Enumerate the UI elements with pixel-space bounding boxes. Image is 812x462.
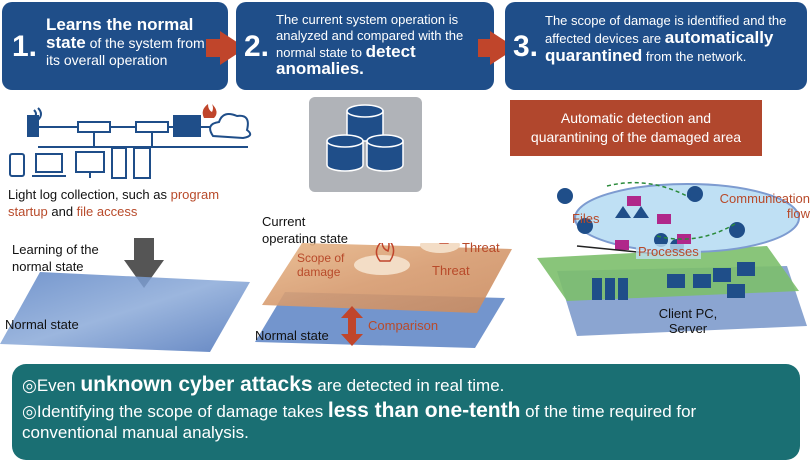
arrow-2-body [478,39,492,57]
step-1-text: Learns the normal state of the system fr… [46,16,221,69]
auto-detection-box: Automatic detection and quarantining of … [510,100,762,156]
caption-mid: and [47,204,77,219]
database-box [309,97,422,192]
bullet-1: ◎ [22,376,37,395]
step-1-bold: Learns the normal state [46,15,194,52]
normal-state-label-left: Normal state [5,317,79,332]
step-3-bold: automatically quarantined [545,28,774,65]
normal-state-label-middle: Normal state [255,328,329,343]
line1-pre: Even [36,376,81,395]
communication-flow-label: Communication flow [719,191,810,221]
line2-pre: Identifying the scope of damage takes [36,402,328,421]
step-2-bold: detect anomalies. [276,42,416,78]
step-1-number: 1. [12,30,38,63]
normal-state-layer-left [0,272,250,352]
step-3-pre: The scope of damage is identified and th… [545,13,787,46]
line2-bold: less than one-tenth [327,399,521,422]
processes-label: Processes [636,244,701,259]
learning-down-arrow [124,238,164,288]
files-label: Files [572,211,600,226]
step-2-box: 2. The current system operation is analy… [236,2,494,90]
step-3-box: 3. The scope of damage is identified and… [505,2,807,90]
current-state-layer [262,243,512,313]
network-devices-icon [9,104,252,179]
threat-label-2: Threat [432,263,470,278]
threat-label-1: Threat [462,240,500,255]
caption-pre: Light log collection, such as [8,187,171,202]
step-3-number: 3. [513,30,539,63]
summary-line-2: ◎Identifying the scope of damage takes l… [22,400,792,443]
log-collection-caption: Light log collection, such as program st… [8,186,248,220]
auto-detection-label: Automatic detection and quarantining of … [530,110,742,145]
current-state-label: Current operating state [262,214,349,246]
comparison-label: Comparison [368,318,439,333]
caption-program-startup: program startup [8,187,220,219]
step-3-post: from the network. [642,49,747,64]
line2-post: of the time required for conventional ma… [22,402,697,442]
step-2-text: The current system operation is analyzed… [276,12,488,78]
arrow-1-body [206,39,222,57]
step-3-text: The scope of damage is identified and th… [545,12,795,65]
step-2-pre: The current system operation is analyzed… [276,12,464,60]
bullet-2: ◎ [22,402,37,421]
summary-box: ◎Even unknown cyber attacks are detected… [12,364,800,460]
scope-of-damage-label: Scope of damage [297,251,345,279]
line1-bold: unknown cyber attacks [80,373,313,396]
comparison-arrow [341,306,363,346]
step-1-box: 1. Learns the normal state of the system… [2,2,228,90]
quarantine-diagram [537,181,807,336]
step-1-post: of the system from its overall operation [46,35,205,68]
learning-label: Learning of the normal state [12,242,99,274]
summary-line-1: ◎Even unknown cyber attacks are detected… [22,374,504,396]
database-icon [326,104,404,172]
caption-file-access: file access [76,204,138,219]
client-server-label: Client PC, Server [658,306,718,336]
step-2-number: 2. [244,30,270,63]
line1-post: are detected in real time. [312,376,505,395]
